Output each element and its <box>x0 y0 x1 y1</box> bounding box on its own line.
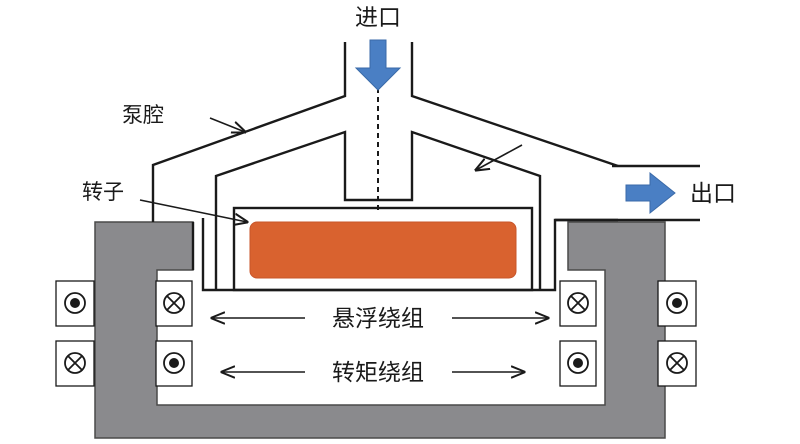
coil-inner-right-top <box>559 280 597 327</box>
cross-symbol-icon <box>570 295 586 311</box>
coil-inner-right-bottom <box>559 340 597 387</box>
coil-outer-left-bottom <box>55 340 95 387</box>
outlet-flow-arrow <box>625 171 676 215</box>
inlet-flow-arrow <box>354 39 402 91</box>
torque-winding-label: 转矩绕组 <box>332 360 424 386</box>
inlet-label: 进口 <box>355 5 401 31</box>
dot-symbol-icon <box>70 298 80 308</box>
pump-housing-outer <box>151 42 619 292</box>
coil-inner-left-bottom <box>155 340 193 387</box>
cross-symbol-icon <box>669 355 685 371</box>
dot-symbol-icon <box>169 358 179 368</box>
dot-symbol-icon <box>573 358 583 368</box>
rotor-pointer <box>139 199 247 222</box>
pump-cavity-pointer <box>209 117 245 132</box>
pump-cavity-inner-pointer <box>476 144 523 170</box>
rotor-housing <box>232 206 534 292</box>
coil-outer-right-top <box>657 280 697 327</box>
rotor <box>249 221 517 279</box>
coil-outer-right-bottom <box>657 340 697 387</box>
outlet-label: 出口 <box>690 181 736 207</box>
coil-inner-left-top <box>155 280 193 327</box>
coil-outer-left-top <box>55 280 95 327</box>
cross-symbol-icon <box>166 295 182 311</box>
rotor-label: 转子 <box>82 180 124 204</box>
suspension-winding-label: 悬浮绕组 <box>332 306 424 332</box>
dot-symbol-icon <box>672 298 682 308</box>
cross-symbol-icon <box>67 355 83 371</box>
pump-cavity-label: 泵腔 <box>122 103 164 127</box>
